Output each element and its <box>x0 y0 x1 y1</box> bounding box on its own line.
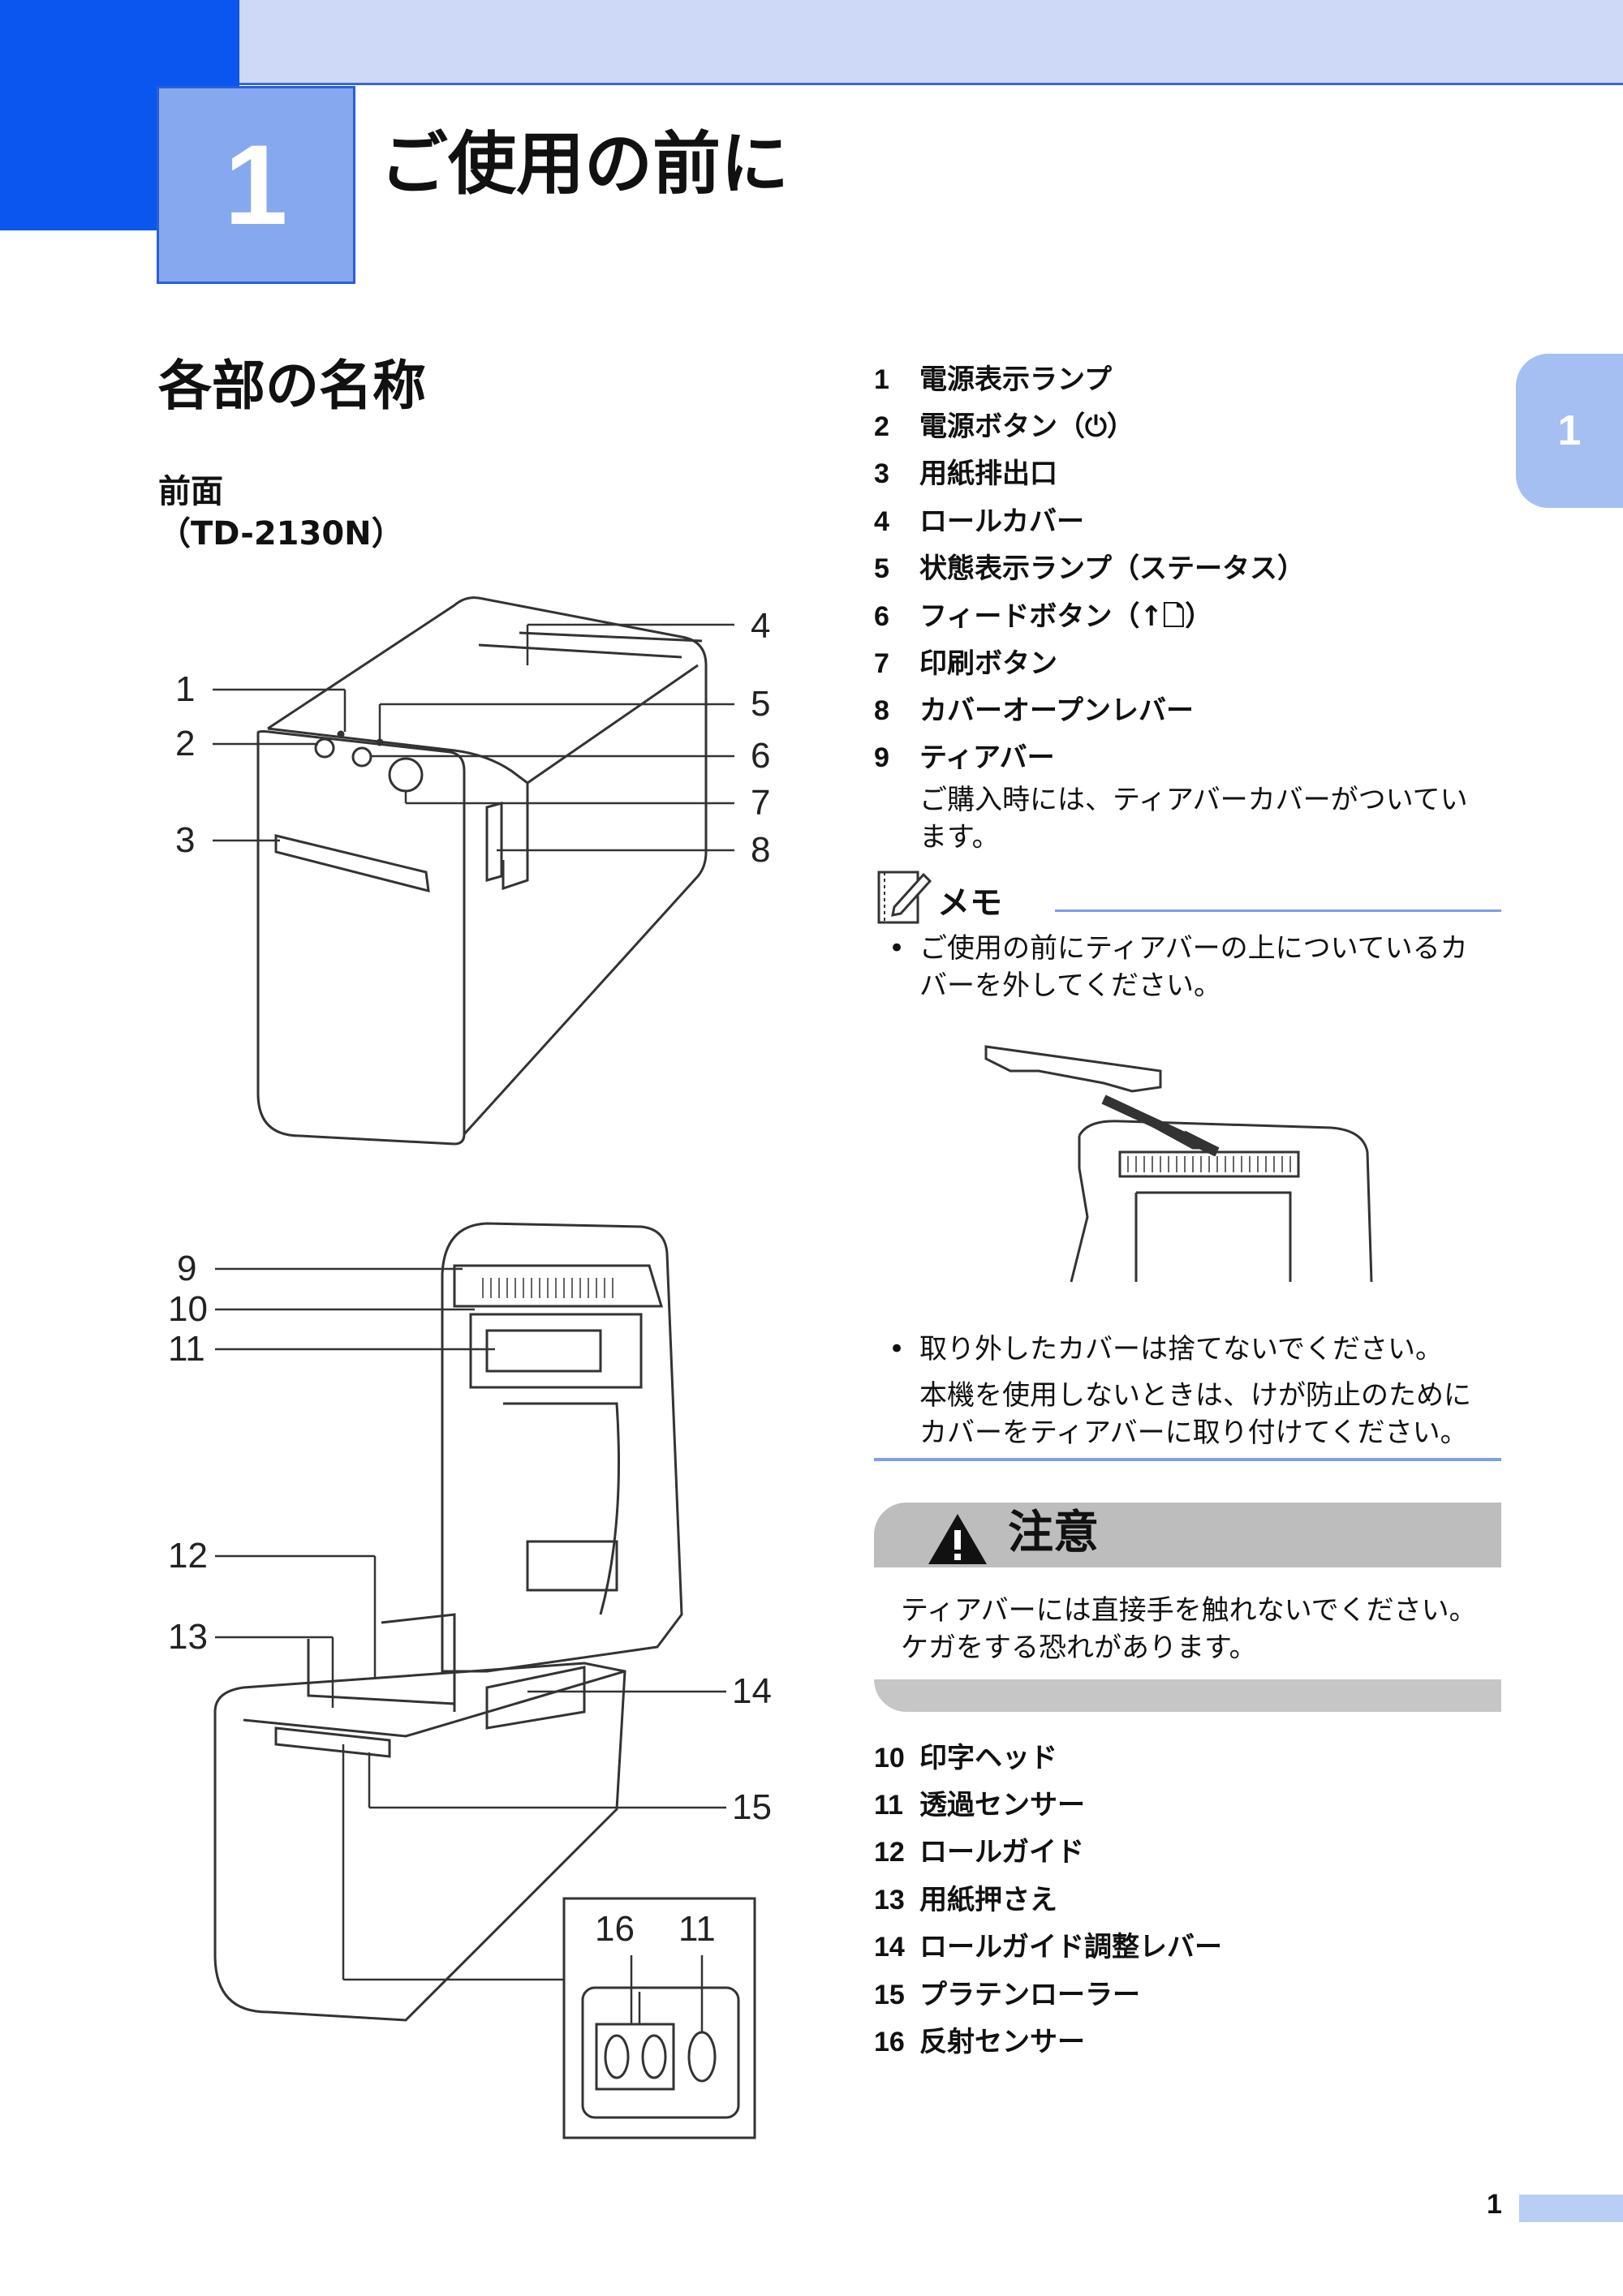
section-title: 各部の名称 <box>158 355 426 417</box>
page-number: 1 <box>1487 2189 1502 2220</box>
memo-bullet-2: 取り外したカバーは捨てないでください。 <box>919 1333 1443 1365</box>
chapter-title: ご使用の前に <box>380 124 790 204</box>
side-tab-number: 1 <box>1557 407 1582 454</box>
memo-bottom-rule <box>874 1458 1501 1461</box>
header-band <box>239 0 1623 85</box>
memo-bullet-1: ご使用の前にティアバーの上についているカバーを外してください。 <box>919 932 1468 1002</box>
warning-icon <box>928 1514 987 1564</box>
front-label-2: 2 <box>175 724 196 763</box>
front-label-1: 1 <box>175 669 196 709</box>
open-label-10: 10 <box>168 1289 208 1329</box>
chapter-number: 1 <box>224 121 288 248</box>
open-label-15: 15 <box>732 1787 772 1827</box>
open-label-14: 14 <box>732 1671 772 1711</box>
footer-bar <box>1519 2195 1623 2222</box>
inset-label-16: 16 <box>595 1909 635 1949</box>
front-label-7: 7 <box>751 783 771 823</box>
tearbar-note: ご購入時には、ティアバーカバーがついています。 <box>919 784 1468 853</box>
memo-icon <box>877 871 932 924</box>
memo-bullet-2-sub: 本機を使用しないときは、けが防止のためにカバーをティアバーに取り付けてください。 <box>919 1379 1471 1449</box>
tearbar-cover-illustration <box>984 1045 1373 1283</box>
open-label-12: 12 <box>168 1536 208 1576</box>
printer-front-illustration <box>213 596 734 1146</box>
front-label-8: 8 <box>751 830 771 870</box>
memo-bullet-dot: • <box>889 932 906 965</box>
memo-rule <box>1055 909 1501 912</box>
front-label-5: 5 <box>751 684 771 724</box>
front-label-3: 3 <box>175 820 196 860</box>
front-label-6: 6 <box>751 736 771 776</box>
front-label-4: 4 <box>751 606 771 646</box>
memo-bullet-dot: • <box>889 1333 906 1365</box>
subsection-title: 前面 （TD-2130N） <box>158 471 404 555</box>
printer-open-illustration <box>213 1222 756 2139</box>
subsection-line1: 前面 <box>158 473 223 510</box>
subsection-line2: （TD-2130N） <box>158 515 404 553</box>
chapter-number-box <box>157 86 355 284</box>
open-label-11: 11 <box>168 1329 205 1369</box>
inset-label-11: 11 <box>678 1909 716 1949</box>
caution-footer <box>874 1679 1501 1712</box>
open-label-9: 9 <box>177 1249 197 1288</box>
memo-label: メモ <box>937 884 1002 922</box>
side-tab <box>1516 354 1623 508</box>
open-label-13: 13 <box>168 1617 208 1657</box>
caution-label: 注意 <box>1008 1507 1099 1559</box>
caution-text: ティアバーには直接手を触れないでください。ケガをする恐れがあります。 <box>901 1594 1477 1664</box>
